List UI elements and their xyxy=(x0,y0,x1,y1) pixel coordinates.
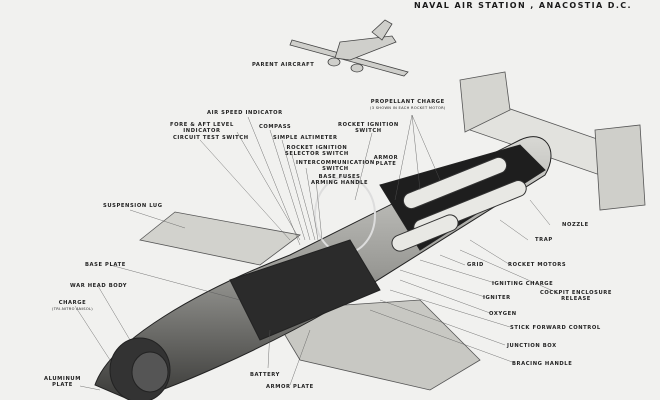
label-subline: (3 SHOWN IN EACH ROCKET MOTOR) xyxy=(370,106,446,110)
label-line: ROCKET IGNITION xyxy=(338,122,399,128)
label-line: ARMING HANDLE xyxy=(311,180,369,186)
label-subline: (TRI-NITRO ANISOL) xyxy=(52,307,93,311)
label-oxygen: OXYGEN xyxy=(489,311,517,317)
label-suspension-lug: SUSPENSION LUG xyxy=(103,203,163,209)
label-line: CHARGE xyxy=(58,300,87,306)
parent-aircraft-drawing xyxy=(289,19,409,77)
label-armor-plate-bottom: ARMOR PLATE xyxy=(266,384,314,390)
label-rocket-motors: ROCKET MOTORS xyxy=(508,262,567,268)
label-line: BASE FUSES xyxy=(318,174,361,180)
label-trap: TRAP xyxy=(535,237,553,243)
label-line: PROPELLANT CHARGE xyxy=(370,99,445,105)
label-circuit-test-switch: CIRCUIT TEST SWITCH xyxy=(173,135,249,141)
label-line: INTERCOMMUNICATION xyxy=(296,160,375,166)
label-line: RELEASE xyxy=(561,296,591,302)
label-simple-altimeter: SIMPLE ALTIMETER xyxy=(273,135,338,141)
tail-section-drawing xyxy=(459,71,646,211)
label-line: ALUMINUM xyxy=(44,376,81,382)
label-junction-box: JUNCTION BOX xyxy=(507,343,557,349)
label-grid: GRID xyxy=(467,262,484,268)
fuselage-drawing xyxy=(94,136,552,400)
label-armor-plate-top: ARMOR PLATE xyxy=(373,155,399,167)
label-parent-aircraft: PARENT AIRCRAFT xyxy=(252,62,315,68)
label-nozzle: NOZZLE xyxy=(562,222,589,228)
label-line: FORE & AFT LEVEL xyxy=(170,122,234,128)
label-air-speed-indicator: AIR SPEED INDICATOR xyxy=(207,110,283,116)
label-igniter: IGNITER xyxy=(483,295,511,301)
label-line: SWITCH xyxy=(355,128,382,134)
label-propellant-charge: PROPELLANT CHARGE(3 SHOWN IN EACH ROCKET… xyxy=(370,99,446,111)
label-charge: CHARGE(TRI-NITRO ANISOL) xyxy=(52,300,93,312)
label-base-plate: BASE PLATE xyxy=(85,262,126,268)
label-bracing-handle: BRACING HANDLE xyxy=(512,361,573,367)
header-title: NAVAL AIR STATION , ANACOSTIA D.C. xyxy=(414,1,632,10)
wing-drawing xyxy=(139,211,481,391)
label-battery: BATTERY xyxy=(250,372,280,378)
label-line: PLATE xyxy=(52,382,73,388)
leader-lines xyxy=(74,114,561,391)
label-line: SWITCH xyxy=(322,166,349,172)
label-war-head-body: WAR HEAD BODY xyxy=(70,283,128,289)
label-line: INDICATOR xyxy=(183,128,221,134)
label-compass: COMPASS xyxy=(259,124,292,130)
label-line: SELECTOR SWITCH xyxy=(285,151,349,157)
label-line: COCKPIT ENCLOSURE xyxy=(540,290,613,296)
label-stick-forward-control: STICK FORWARD CONTROL xyxy=(510,325,601,331)
label-igniting-charge: IGNITING CHARGE xyxy=(492,281,554,287)
label-line: ROCKET IGNITION xyxy=(286,145,348,151)
